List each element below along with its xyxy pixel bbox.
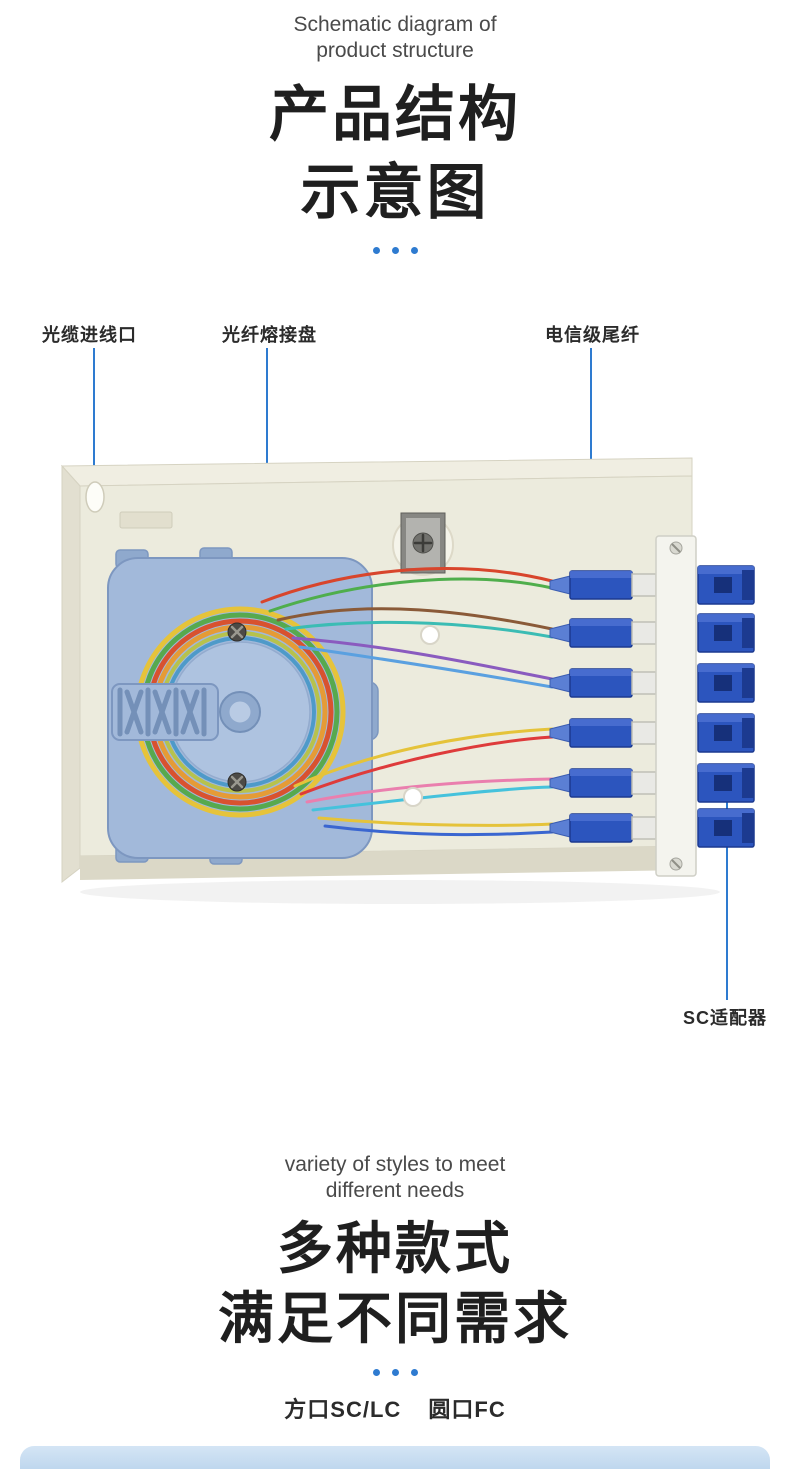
callout-label-sc-adapter: SC适配器 [683,1008,768,1028]
bottom-title-line-1: 多种款式 [277,1217,513,1280]
port-types: 方口SC/LC 圆口FC [0,1392,790,1424]
english-subtitle-bottom: variety of styles to meet different need… [0,1152,790,1204]
callout-line-sc-adapter [726,786,728,1000]
fiber [311,785,554,812]
fiber [299,735,554,796]
sc-adapter-item [697,808,755,848]
styles-section-header: variety of styles to meet different need… [0,1152,790,1424]
fiber [305,777,554,804]
fiber [276,607,554,631]
sc-adapters [697,565,755,848]
fiber [291,636,554,681]
dots-decoration-bottom [0,1368,790,1376]
port-type-fc: 圆口FC [428,1397,506,1422]
subtitle-line-1: Schematic diagram of [293,13,497,36]
sc-adapter-item [697,613,755,653]
structure-section-header: Schematic diagram of product structure 产… [0,12,790,254]
next-section-preview [20,1446,770,1469]
dots-decoration [0,246,790,254]
adapter-panel [655,535,697,877]
fiber [268,577,554,613]
callout-line-cable-entry [93,348,95,496]
bottom-subtitle-line-2: different needs [325,1179,465,1202]
fiber-grommet [420,625,440,645]
fiber [284,620,554,639]
box-shadow [80,880,720,904]
cable-entry-hole [85,481,105,513]
english-subtitle: Schematic diagram of product structure [0,12,790,64]
product-illustration [60,457,755,904]
box-slot [119,511,173,529]
tray-screw [226,771,248,793]
fiber-clips [117,687,207,737]
pigtail-fibers [260,567,554,837]
title-line-1: 产品结构 [269,81,521,148]
fiber [298,645,554,689]
title-line-2: 示意图 [300,159,490,226]
section-title: 产品结构 示意图 [0,76,790,232]
fiber-grommet [403,787,423,807]
fiber-splice-tray [107,547,379,865]
sc-adapter-item [697,565,755,605]
sc-adapter-item [697,713,755,753]
sc-adapter-item [697,763,755,803]
bottom-title-line-2: 满足不同需求 [218,1287,572,1350]
callout-label-cable-entry: 光缆进线口 [42,325,137,345]
fiber [317,816,554,827]
fiber [293,727,554,788]
subtitle-line-2: product structure [316,39,474,62]
tray-screw [226,621,248,643]
port-type-sc-lc: 方口SC/LC [284,1397,402,1422]
styles-section-title: 多种款式 满足不同需求 [0,1214,790,1354]
callout-label-pigtail: 电信级尾纤 [545,325,640,345]
fiber [323,824,554,837]
fiber [260,567,554,604]
mounting-bracket [392,512,454,576]
callout-label-splice-tray: 光纤熔接盘 [222,325,317,345]
bottom-subtitle-line-1: variety of styles to meet [284,1153,506,1176]
sc-adapter-item [697,663,755,703]
